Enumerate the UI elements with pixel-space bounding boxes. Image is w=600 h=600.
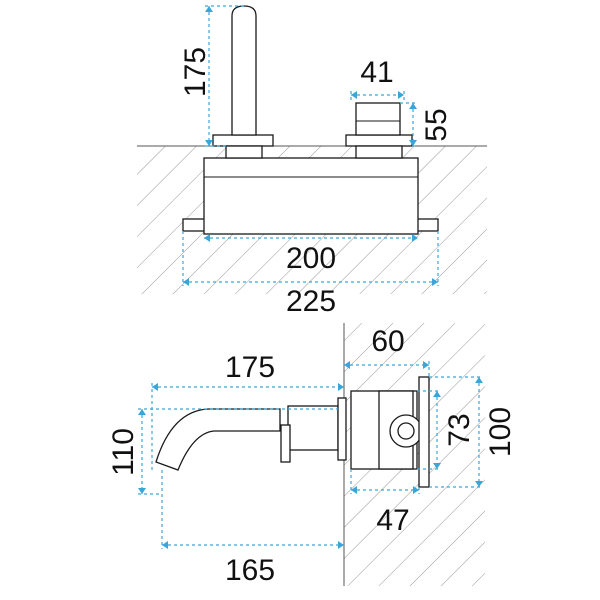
dim-side-reach-bottom: 165 <box>161 470 344 587</box>
dim-arrow <box>409 140 417 146</box>
top-handle-knob <box>355 102 401 136</box>
dim-label-plate-inner: 73 <box>443 413 476 446</box>
dim-label-handle-width: 41 <box>360 56 393 89</box>
dim-label-body-width: 200 <box>286 242 336 275</box>
top-spout-base <box>225 145 263 159</box>
top-handle-flange <box>345 134 413 147</box>
dim-arrow <box>162 541 168 549</box>
dim-arrow <box>183 278 189 286</box>
dim-side-plate-inner: 73 <box>417 390 476 470</box>
side-valve-port-inner <box>397 422 415 440</box>
dim-arrow <box>204 234 210 242</box>
dim-arrow <box>432 278 438 286</box>
dim-side-body-depth-lower: 47 <box>350 469 420 537</box>
top-spout-flange <box>212 134 274 147</box>
side-flange <box>337 397 347 461</box>
dim-side-spout-height: 110 <box>107 408 338 495</box>
dim-top-body-width: 200 <box>204 234 418 275</box>
dim-side-reach-top: 175 <box>151 351 344 470</box>
dim-label-handle-height: 55 <box>420 108 453 141</box>
dim-arrow <box>398 91 404 99</box>
dim-top-plate-width: 225 <box>182 231 439 318</box>
dim-arrow <box>413 486 419 494</box>
dim-arrow <box>338 541 344 549</box>
dim-arrow <box>351 91 357 99</box>
side-spout <box>155 408 281 471</box>
dim-side-body-depth: 60 <box>344 325 430 377</box>
dim-label-plate-width: 225 <box>286 285 336 318</box>
dim-label-reach-bottom: 165 <box>225 554 275 587</box>
dim-arrow <box>138 409 146 415</box>
dim-label-reach-top: 175 <box>225 351 275 384</box>
side-back-plate <box>418 376 430 488</box>
dim-arrow <box>409 103 417 109</box>
dim-arrow <box>338 383 344 391</box>
dim-top-handle-height: 55 <box>400 102 453 147</box>
dim-arrow <box>205 140 213 146</box>
dim-arrow <box>351 486 357 494</box>
top-spout <box>231 5 257 136</box>
dim-arrow <box>475 481 483 487</box>
top-handle-stem <box>355 145 403 159</box>
dim-arrow <box>412 234 418 242</box>
side-spout-body <box>287 405 339 451</box>
dim-arrow <box>433 391 441 397</box>
dim-label-spout-height: 110 <box>107 428 140 476</box>
dim-arrow <box>205 6 213 12</box>
dim-label-plate-outer: 100 <box>484 407 517 457</box>
dim-arrow <box>423 361 429 369</box>
side-spout-lever <box>280 424 291 463</box>
dim-arrow <box>344 361 350 369</box>
dim-top-spout-height: 175 <box>179 5 244 147</box>
dim-arrow <box>433 463 441 469</box>
dim-label-body-depth-lower: 47 <box>376 504 409 537</box>
dim-label-body-depth: 60 <box>371 325 404 358</box>
top-view: 175 41 55 200 <box>137 5 487 318</box>
dim-top-handle-width: 41 <box>350 56 405 103</box>
side-view: 60 175 110 73 <box>107 323 517 587</box>
top-valve-body <box>203 157 419 235</box>
dim-arrow <box>152 383 158 391</box>
dim-arrow <box>138 488 146 494</box>
dim-side-plate-outer: 100 <box>429 376 517 488</box>
dim-label-spout-height: 175 <box>179 47 212 97</box>
dim-arrow <box>475 377 483 383</box>
